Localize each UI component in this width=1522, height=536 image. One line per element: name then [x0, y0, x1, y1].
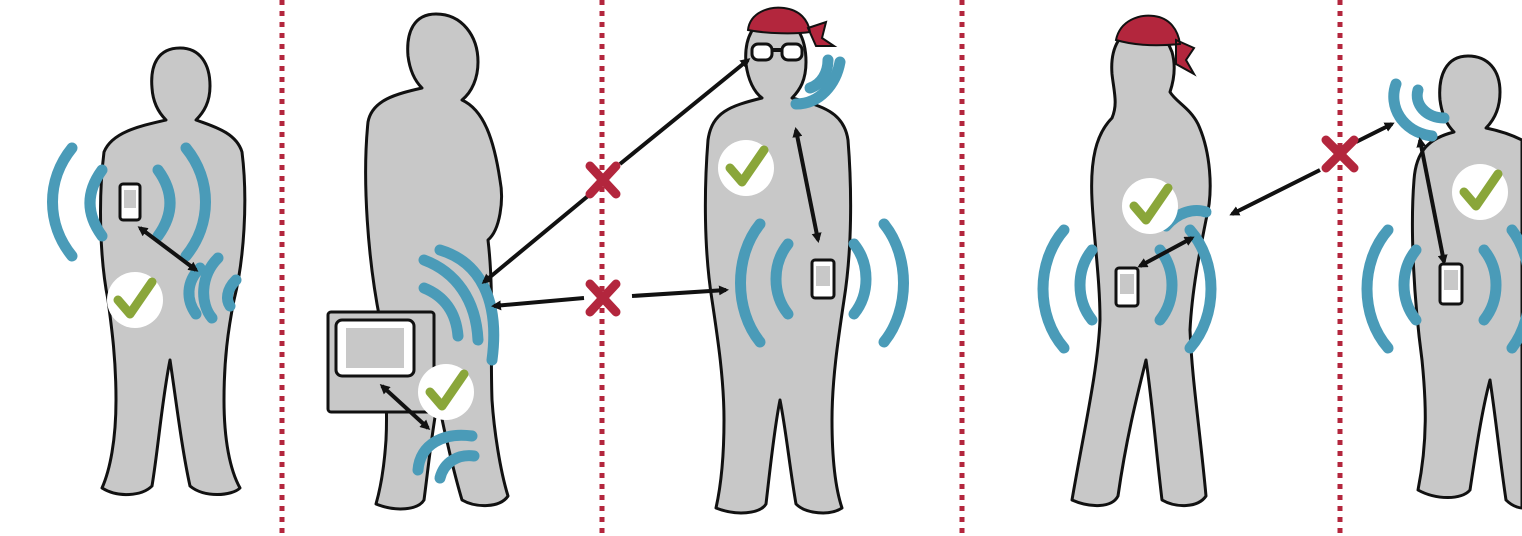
phone-screen: [124, 190, 136, 208]
checkmark-icon: [1122, 178, 1178, 234]
link-arrow: [1232, 170, 1320, 214]
checkmark-icon: [418, 364, 474, 420]
checkmark-icon: [718, 140, 774, 196]
checkmark-icon: [1452, 164, 1508, 220]
earpiece-wave-icon: [1394, 84, 1444, 136]
person-silhouette: [101, 48, 245, 495]
phone-screen: [1444, 270, 1458, 290]
blocked-link-2: [494, 284, 726, 312]
phone-screen: [1120, 274, 1134, 294]
checkmark-icon: [107, 272, 163, 328]
panel-2: [328, 14, 508, 509]
panel-3: [705, 8, 903, 513]
tablet-screen: [346, 328, 404, 368]
blocked-link-3: [1232, 124, 1392, 214]
person-silhouette: [1412, 56, 1522, 508]
panel-1: [53, 48, 245, 495]
panel-4: [1043, 16, 1211, 506]
phone-screen: [816, 266, 830, 286]
link-arrow: [494, 298, 584, 306]
link-arrow: [1356, 124, 1392, 142]
